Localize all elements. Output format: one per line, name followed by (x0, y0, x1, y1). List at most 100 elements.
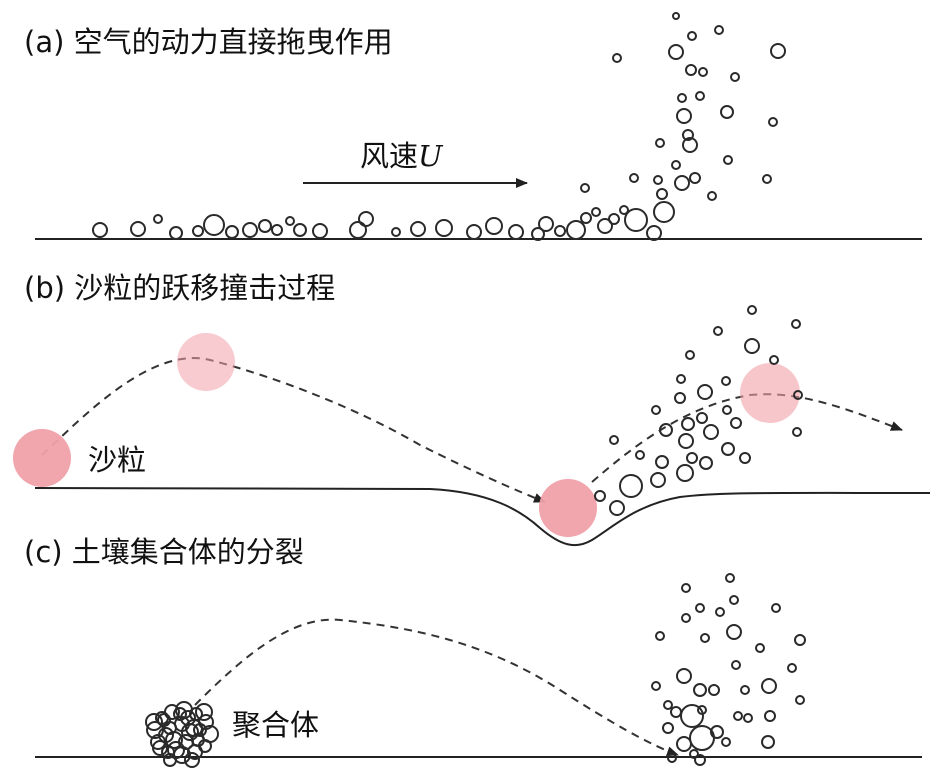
ejected-particle (650, 472, 666, 488)
aggregate-grain (184, 752, 200, 768)
fragment-particle (755, 643, 765, 653)
panel-c: (c) 土壤集合体的分裂 聚合体 (24, 535, 922, 768)
fragment-particle (694, 754, 706, 766)
soil-particle (698, 67, 708, 77)
soil-particle (293, 223, 307, 237)
saltation-path-1 (41, 357, 546, 503)
ejected-particle (678, 433, 694, 449)
fragment-particle (700, 633, 710, 643)
soil-particle (682, 137, 698, 153)
ejected-particle (674, 392, 686, 404)
fragment-particle (651, 681, 661, 691)
fragment-particle (761, 678, 777, 694)
soil-particle (762, 174, 772, 184)
fragment-particle (708, 684, 720, 696)
soil-particle (554, 225, 566, 237)
aggregate-grain (145, 713, 163, 731)
panel-b: (b) 沙粒的跃移撞击过程 沙粒 (13, 271, 931, 547)
ejected-particle (659, 423, 673, 437)
ejected-particle (721, 376, 731, 386)
soil-particle (435, 219, 453, 237)
soil-particle (671, 160, 681, 170)
ejected-particle (697, 384, 713, 400)
ejected-particle (676, 464, 694, 482)
ejected-particle (655, 455, 669, 469)
soil-particle (597, 218, 613, 234)
fragment-particle (689, 725, 715, 751)
fragment-particle (721, 737, 731, 747)
soil-particle (508, 224, 524, 240)
ejected-particle (681, 417, 695, 431)
sand-grain-start (13, 429, 71, 487)
fragment-particle (743, 713, 753, 723)
soil-particle (242, 222, 258, 238)
soil-particle (689, 172, 701, 184)
ejected-particle (791, 319, 801, 329)
fragment-particle (655, 631, 665, 641)
fragment-particle (795, 695, 805, 705)
ejected-particle (609, 500, 625, 516)
aggregate-grain (163, 753, 177, 767)
aggregate-grain (158, 727, 174, 743)
soil-particle (169, 226, 183, 240)
soil-particle (624, 208, 648, 232)
sand-grain-impact (539, 479, 597, 537)
soil-particle (153, 214, 163, 224)
fragment-particle (740, 685, 750, 695)
aggregate-grain (173, 707, 187, 721)
soil-particle (410, 221, 426, 237)
soil-particle (225, 225, 239, 239)
aggregate-grain (193, 723, 207, 737)
fragment-particle (764, 710, 776, 722)
soil-particle (391, 227, 401, 237)
fragment-particle (787, 663, 797, 673)
aggregate-grain (181, 723, 199, 741)
soil-particle (192, 225, 204, 237)
ejected-particle (739, 452, 751, 464)
ejected-particle (594, 490, 606, 502)
soil-particle (674, 175, 690, 191)
ejected-particle (747, 305, 757, 315)
soil-particle (312, 223, 328, 239)
ejected-particle (744, 338, 760, 354)
soil-particle (676, 108, 692, 124)
ejected-particle (676, 374, 686, 384)
fragment-particle (667, 753, 677, 763)
fragment-particle (771, 603, 781, 613)
panel-a: (a) 空气的动力直接拖曳作用 风速U (24, 12, 922, 241)
ejected-particle (686, 452, 698, 464)
fragment-particle (794, 634, 806, 646)
ejected-particle (609, 435, 619, 445)
soil-particle (285, 216, 295, 226)
fragment-particle (710, 725, 724, 739)
aggregate-label: 聚合体 (232, 708, 319, 742)
ejected-particle (703, 424, 719, 440)
soil-particle (258, 219, 272, 233)
fragment-particle (663, 700, 673, 710)
soil-particle (730, 72, 740, 82)
fragment-particle (693, 683, 707, 697)
ejected-particle (685, 350, 695, 360)
fragment-particle (761, 735, 775, 749)
ejected-particle (713, 326, 723, 336)
sand-grain-airborne (177, 333, 235, 391)
soil-particle (687, 31, 697, 41)
soil-particle (653, 175, 663, 185)
soil-particle (130, 221, 146, 237)
soil-particle (653, 201, 675, 223)
soil-particle (580, 212, 592, 224)
soil-particle (612, 53, 622, 63)
soil-particle (656, 188, 668, 200)
aggregate-grain (195, 703, 213, 721)
soil-particle (714, 25, 724, 35)
soil-particle (720, 105, 734, 119)
soil-particle (580, 183, 590, 193)
soil-particle (682, 129, 694, 141)
soil-particle (668, 44, 684, 60)
ejected-particle (619, 474, 643, 498)
soil-particle (608, 213, 620, 225)
panel-a-title: (a) 空气的动力直接拖曳作用 (24, 25, 393, 59)
soil-particle (485, 217, 503, 235)
ejected-particle (721, 442, 735, 456)
soil-particle (646, 225, 662, 241)
